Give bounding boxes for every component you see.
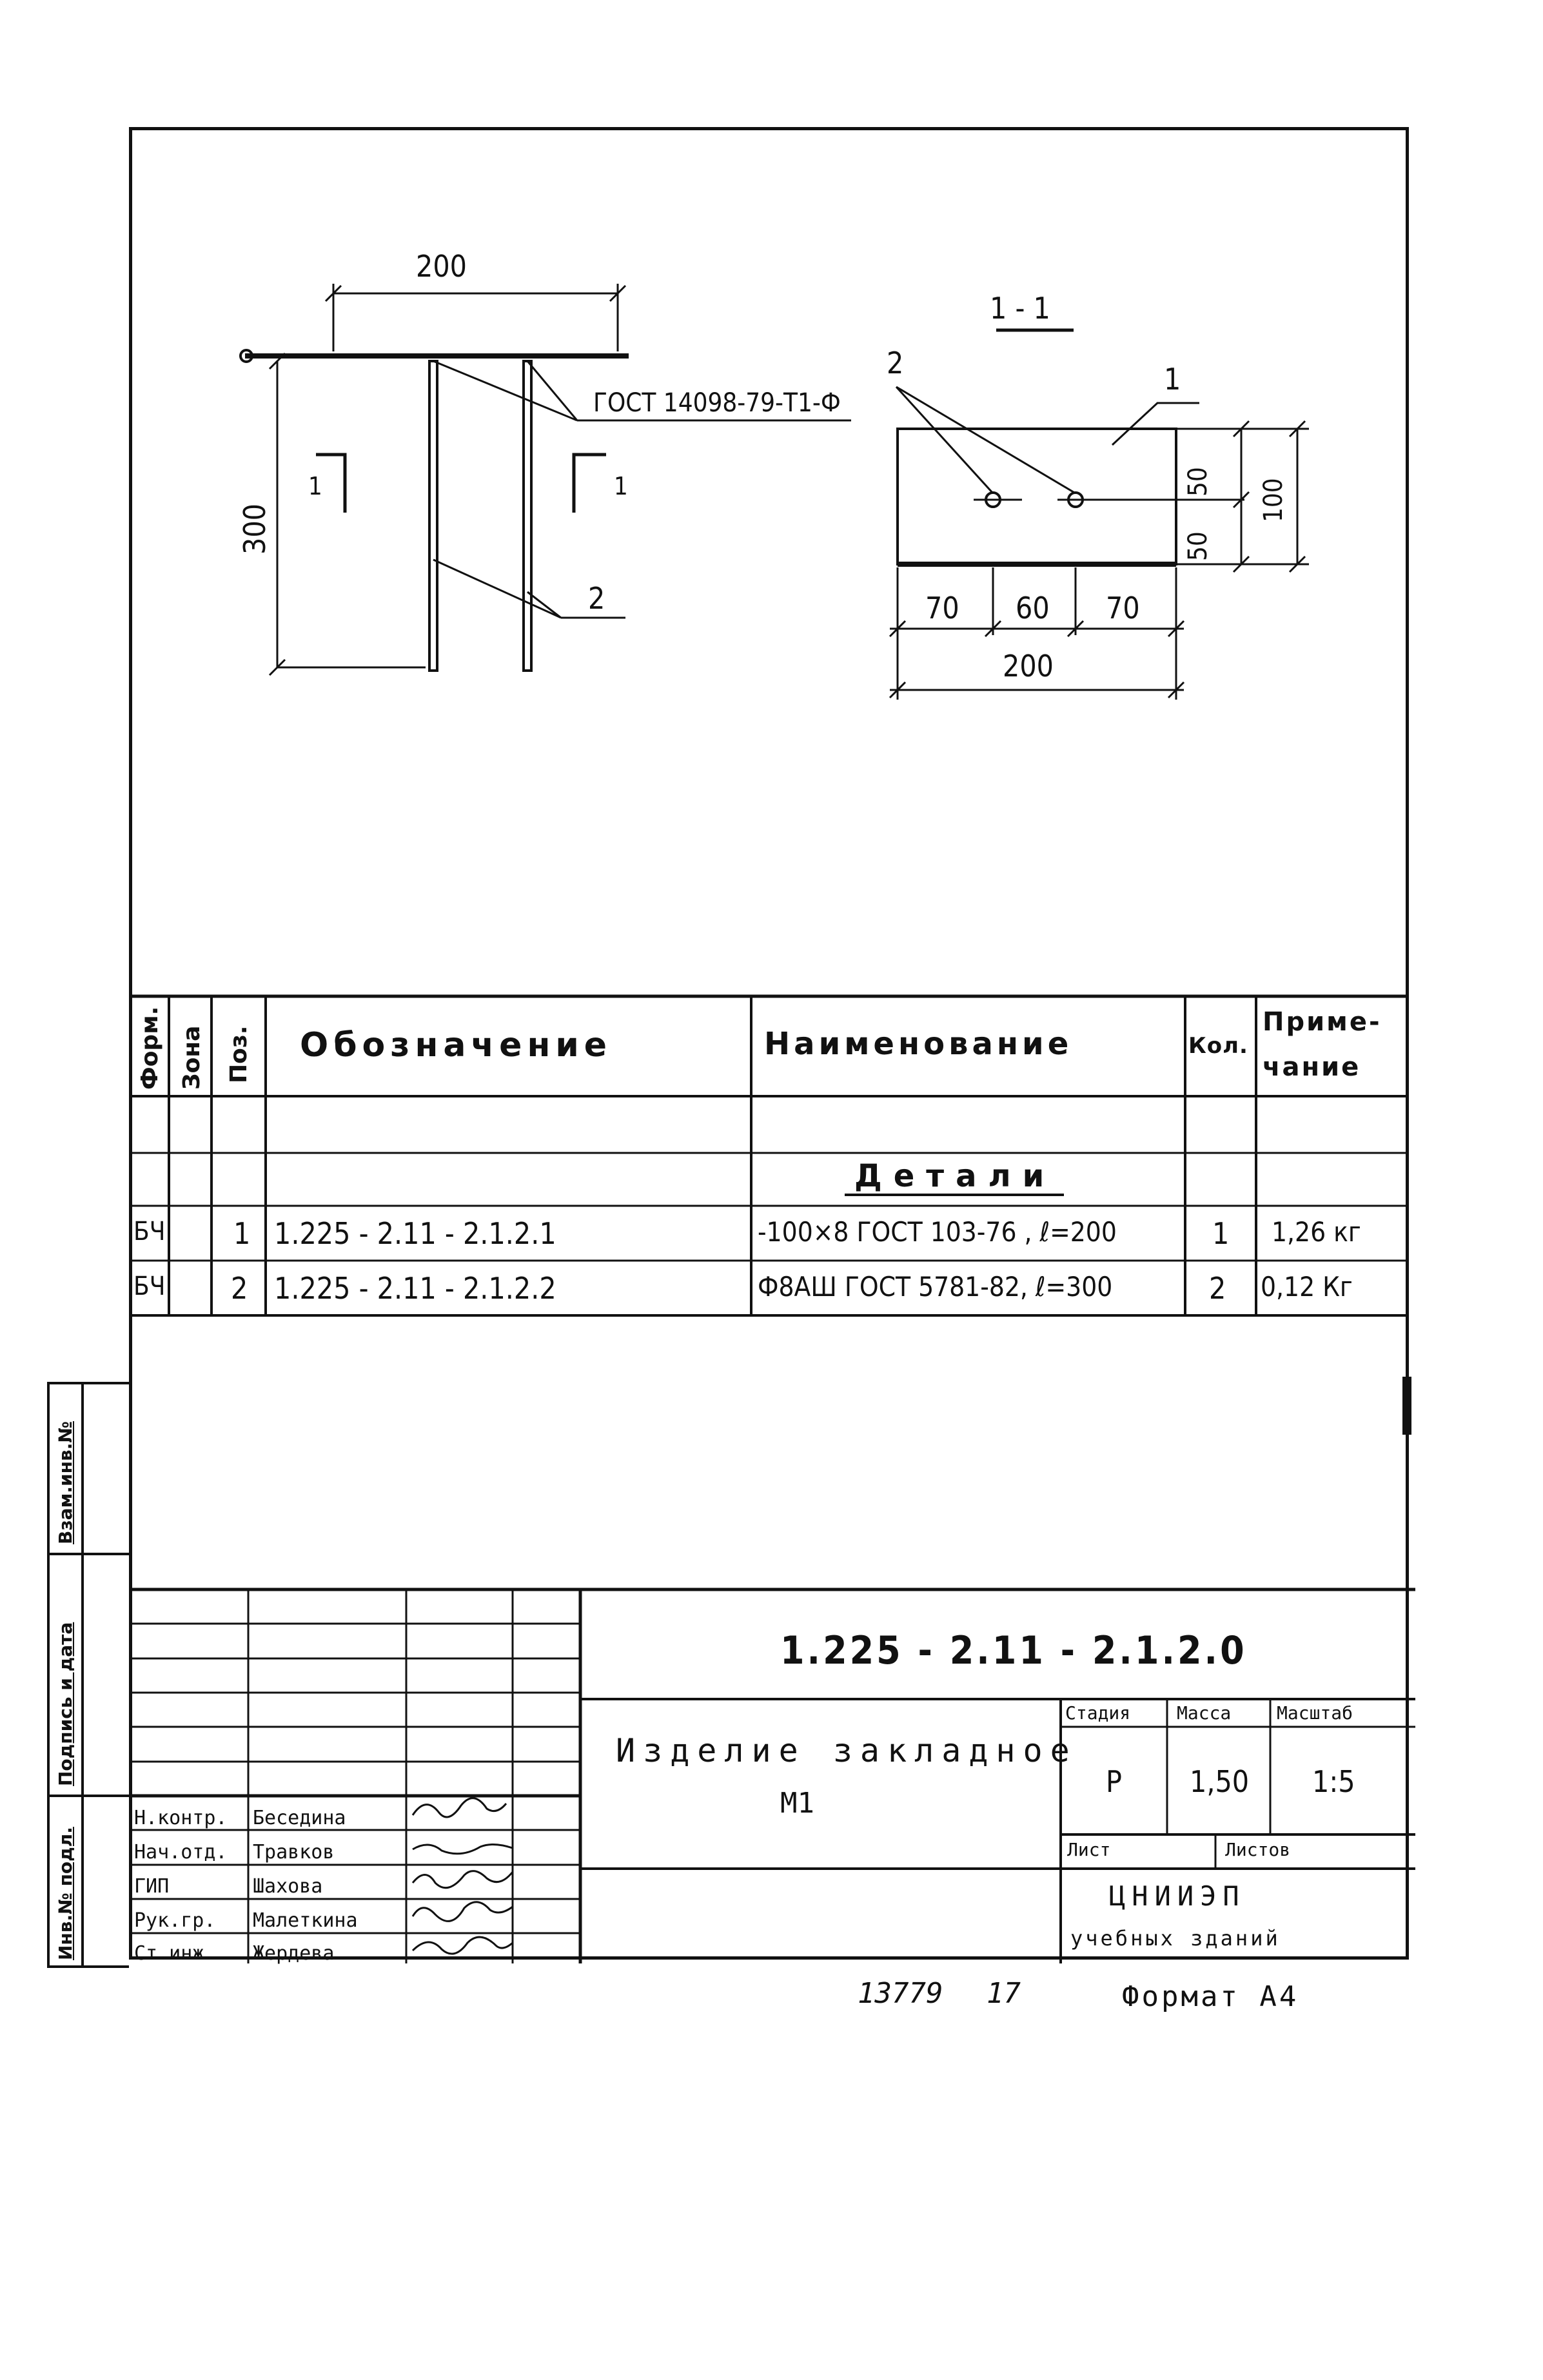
header-name: Наименование [764, 1026, 1073, 1062]
row1-pos: 1 [233, 1216, 251, 1251]
dim-right-top: 50 [1183, 467, 1213, 497]
header-qty: Кол. [1188, 1033, 1248, 1059]
row2-designation: 1.225 - 2.11 - 2.1.2.2 [274, 1271, 556, 1306]
row2-note: 0,12 Кг [1261, 1271, 1353, 1303]
sheets-label: Листов [1225, 1839, 1291, 1860]
side-label-inventory: Инв.№ подл. [55, 1827, 76, 1960]
section-mark-left: 1 [308, 472, 322, 500]
staff-name: Жердева [253, 1942, 335, 1965]
stage-label: Стадия [1065, 1702, 1131, 1724]
staff-role: Н.контр. [134, 1807, 228, 1829]
weld-note: ГОСТ 14098-79-Т1-Ф [593, 388, 841, 418]
header-designation: Обозначение [300, 1026, 613, 1065]
staff-name: Малеткина [253, 1909, 358, 1932]
footer-format: Формат А4 [1122, 1980, 1299, 2013]
row2-format: БЧ [133, 1272, 166, 1301]
row1-designation: 1.225 - 2.11 - 2.1.2.1 [274, 1216, 556, 1251]
row1-note: 1,26 кг [1272, 1216, 1361, 1248]
side-label-signature: Подпись и дата [55, 1622, 76, 1786]
dim-bottom-left: 70 [925, 591, 959, 625]
callout-bars-front: 2 [588, 581, 605, 616]
staff-name: Шахова [253, 1875, 323, 1898]
staff-role: Нач.отд. [134, 1841, 228, 1864]
title-line2: М1 [780, 1787, 814, 1820]
dim-right-bottom: 50 [1183, 531, 1213, 561]
scale-value: 1:5 [1312, 1764, 1355, 1799]
row2-qty: 2 [1209, 1271, 1226, 1306]
header-zone: Зона [179, 1025, 205, 1090]
footer-sheet: 17 [987, 1977, 1021, 2010]
section-mark-right: 1 [614, 472, 628, 500]
section-details-title: Детали [854, 1158, 1056, 1194]
row2-name: Ф8АШ ГОСТ 5781-82, ℓ=300 [758, 1271, 1113, 1303]
row1-format: БЧ [133, 1217, 166, 1246]
dim-bottom-total: 200 [1003, 649, 1054, 684]
scale-label: Масштаб [1277, 1702, 1353, 1724]
org-line2: учебных зданий [1070, 1926, 1281, 1951]
footer-number: 13779 [858, 1977, 943, 2010]
title-line1: Изделие закладное [616, 1732, 1077, 1769]
callout-plate: 1 [1164, 362, 1181, 397]
mass-value: 1,50 [1190, 1764, 1250, 1799]
row1-qty: 1 [1212, 1216, 1230, 1251]
mass-label: Масса [1177, 1702, 1232, 1724]
staff-name: Беседина [253, 1807, 346, 1829]
dim-bottom-right: 70 [1106, 591, 1140, 625]
header-pos: Поз. [226, 1025, 252, 1083]
row2-pos: 2 [231, 1271, 248, 1306]
section-title: 1 - 1 [990, 291, 1050, 326]
staff-role: ГИП [134, 1875, 170, 1898]
document-code: 1.225 - 2.11 - 2.1.2.0 [780, 1628, 1247, 1673]
staff-name: Травков [253, 1841, 335, 1864]
side-label-replacement: Взам.инв.№ [55, 1421, 76, 1544]
staff-role: Ст.инж. [134, 1942, 216, 1965]
callout-bars-section: 2 [887, 346, 904, 380]
stage-value: Р [1106, 1764, 1122, 1799]
dim-bottom-mid: 60 [1016, 591, 1050, 625]
header-note-line1: Приме- [1263, 1007, 1382, 1037]
dim-height: 300 [237, 504, 272, 555]
drawing-frame [129, 127, 1409, 1960]
header-format: Форм. [137, 1006, 163, 1090]
dim-right-total: 100 [1259, 478, 1288, 522]
dim-width: 200 [416, 249, 467, 284]
org-line1: ЦНИИЭП [1109, 1880, 1246, 1912]
header-note-line2: чание [1263, 1052, 1361, 1082]
sheet-label: Лист [1067, 1839, 1111, 1860]
staff-role: Рук.гр. [134, 1909, 216, 1932]
row1-name: -100×8 ГОСТ 103-76 , ℓ=200 [758, 1216, 1117, 1248]
